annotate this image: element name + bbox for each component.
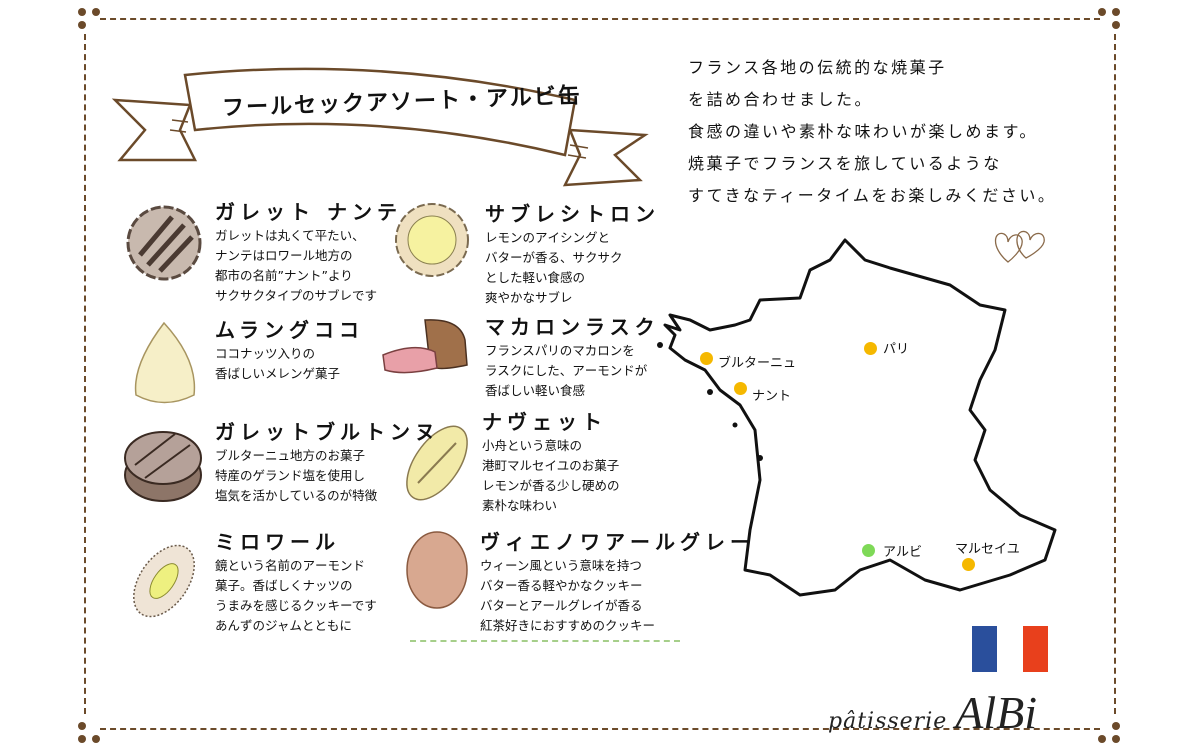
galette-nantaise-illustration	[126, 205, 202, 281]
city-label: パリ	[883, 342, 910, 357]
item-title: ミロワール	[215, 530, 340, 554]
frame-bottom	[100, 728, 1100, 730]
item-title: サブレシトロン	[485, 202, 660, 226]
city-dot-marseille	[962, 558, 975, 571]
navette-illustration	[406, 425, 468, 501]
miroir-illustration	[133, 544, 195, 618]
item-description: フランスパリのマカロンを ラスクにした、アーモンドが 香ばしい軽い食感	[485, 343, 648, 398]
corner-dot	[78, 722, 86, 730]
item-title: ガレット ナンテ	[215, 200, 402, 224]
item-description: 鏡という名前のアーモンド 菓子。香ばしくナッツの うまみを感じるクッキーです あ…	[215, 558, 377, 633]
item-navette: ナヴェット 小舟という意味の 港町マルセイユのお菓子 レモンが香る少し硬めの 素…	[482, 410, 742, 516]
city-label: ブルターニュ	[718, 356, 797, 371]
city-label: アルビ	[883, 545, 923, 560]
city-label: ナント	[752, 389, 792, 404]
item-title: マカロンラスク	[485, 315, 660, 339]
item-title: ムラングココ	[215, 318, 364, 342]
item-description: 小舟という意味の 港町マルセイユのお菓子 レモンが香る少し硬めの 素朴な味わい	[482, 438, 620, 513]
city-dot-paris	[864, 342, 877, 355]
corner-dot	[92, 735, 100, 743]
city-label: マルセイユ	[955, 542, 1020, 557]
corner-dot	[1112, 722, 1120, 730]
ribbon-banner	[111, 67, 649, 187]
corner-dot	[78, 21, 86, 29]
intro-text: フランス各地の伝統的な焼菓子 を詰め合わせました。 食感の違いや素朴な味わいが楽…	[688, 58, 1057, 205]
meringue-coco-illustration	[134, 321, 196, 404]
city-dot-albi	[862, 544, 875, 557]
france-map	[657, 238, 1057, 597]
corner-dot	[1112, 21, 1120, 29]
item-title: ヴィエノワアールグレー	[480, 530, 755, 554]
corner-dot	[1098, 8, 1106, 16]
corner-dot	[1098, 735, 1106, 743]
macaron-rusk-illustration	[382, 319, 468, 374]
item-title: ナヴェット	[482, 410, 607, 434]
item-description: レモンのアイシングと バターが香る、サクサク とした軽い食感の 爽やかなサブレ	[485, 230, 623, 305]
item-description: ウィーン風という意味を持つ バター香る軽やかなクッキー バターとアールグレイが香…	[480, 558, 656, 633]
divider	[410, 640, 680, 642]
frame-top	[100, 18, 1100, 20]
item-description: ココナッツ入りの 香ばしいメレンゲ菓子	[215, 346, 341, 381]
item-title: ガレットブルトンヌ	[215, 420, 440, 444]
viennois-earl-grey-illustration	[406, 531, 468, 609]
sable-citron-illustration	[395, 203, 469, 277]
item-miroir: ミロワール 鏡という名前のアーモンド 菓子。香ばしくナッツの うまみを感じるクッ…	[215, 530, 475, 636]
corner-dot	[1112, 8, 1120, 16]
item-galette-nantaise: ガレット ナンテ ガレットは丸くて平たい、 ナンテはロワール地方の 都市の名前”…	[215, 200, 475, 306]
item-viennois-earl-grey: ヴィエノワアールグレー ウィーン風という意味を持つ バター香る軽やかなクッキー …	[480, 530, 760, 636]
corner-dot	[1112, 735, 1120, 743]
item-meringue-coco: ムラングココ ココナッツ入りの 香ばしいメレンゲ菓子	[215, 318, 475, 384]
frame-right	[1114, 34, 1116, 714]
city-dot-nantes	[734, 382, 747, 395]
corner-dot	[78, 8, 86, 16]
corner-dot	[92, 8, 100, 16]
galette-bretonne-illustration	[124, 431, 202, 502]
city-dot-bretagne	[700, 352, 713, 365]
item-description: ブルターニュ地方のお菓子 特産のゲランド塩を使用し 塩気を活かしているのが特徴	[215, 448, 378, 503]
french-flag	[972, 626, 1048, 672]
item-sable-citron: サブレシトロン レモンのアイシングと バターが香る、サクサク とした軽い食感の …	[485, 202, 745, 308]
corner-dot	[78, 735, 86, 743]
item-galette-bretonne: ガレットブルトンヌ ブルターニュ地方のお菓子 特産のゲランド塩を使用し 塩気を活…	[215, 420, 475, 506]
frame-left	[84, 34, 86, 714]
item-description: ガレットは丸くて平たい、 ナンテはロワール地方の 都市の名前”ナント”より サク…	[215, 228, 378, 303]
item-macaron-rusk: マカロンラスク フランスパリのマカロンを ラスクにした、アーモンドが 香ばしい軽…	[485, 315, 745, 401]
hearts-icon	[994, 230, 1045, 263]
